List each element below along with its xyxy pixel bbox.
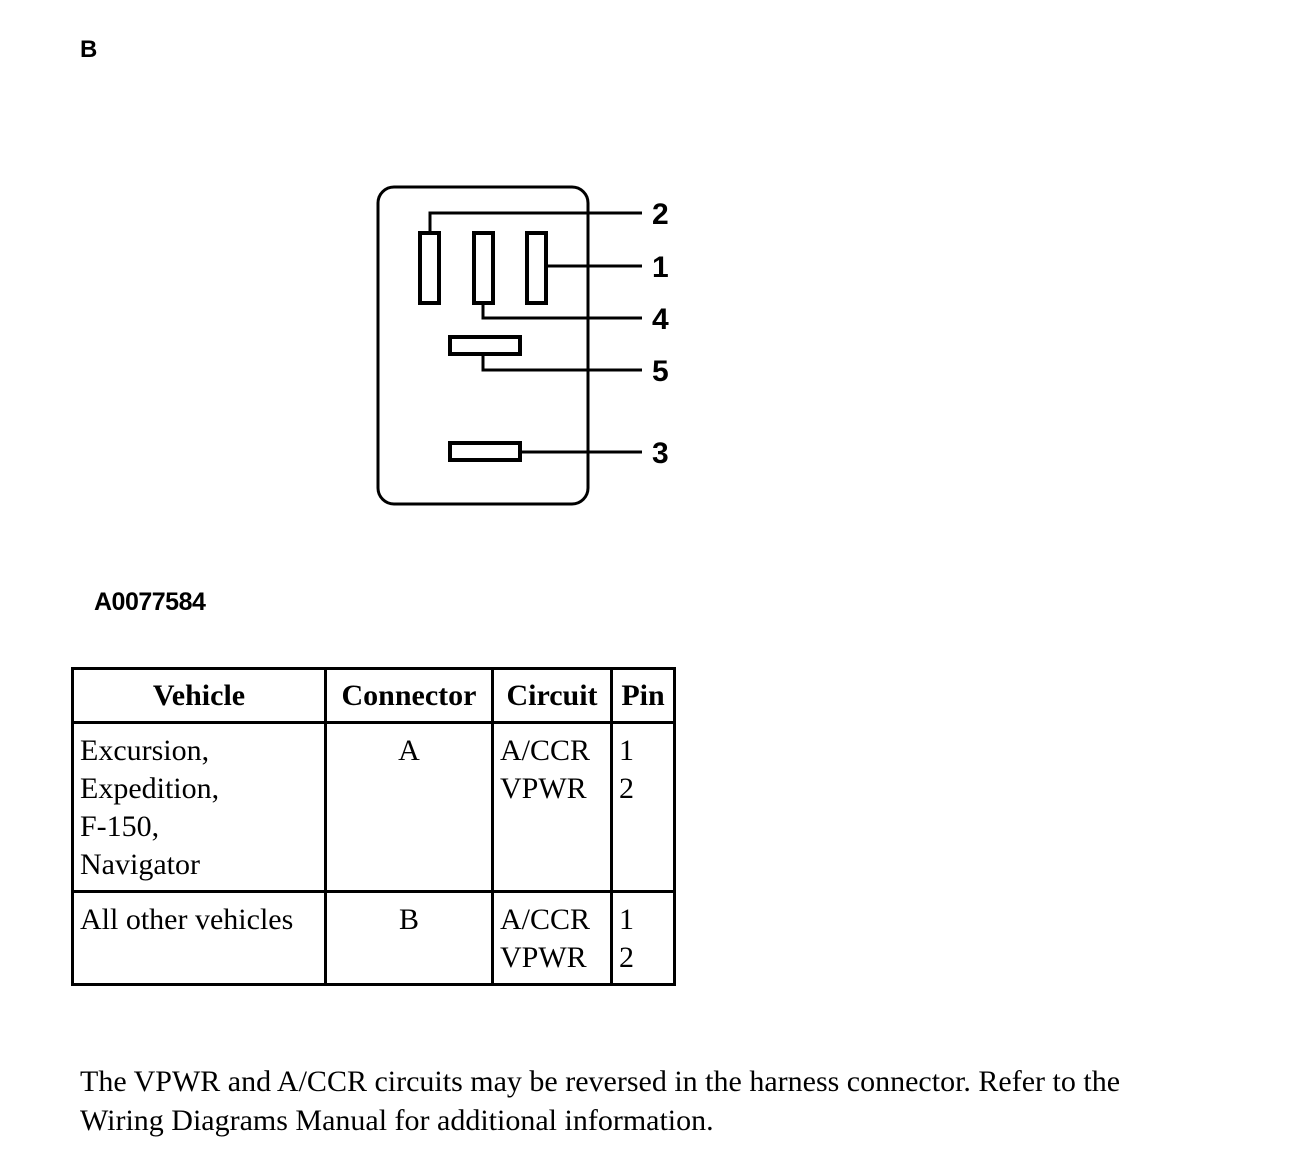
vehicle-name: Expedition,: [80, 772, 220, 805]
note-text: The VPWR and A/CCR circuits may be rever…: [80, 1062, 1280, 1140]
table-header-row: Vehicle Connector Circuit Pin: [71, 667, 676, 724]
pin-number: 2: [619, 941, 634, 974]
note-line: Wiring Diagrams Manual for additional in…: [80, 1104, 714, 1137]
vehicle-name: F-150,: [80, 810, 160, 843]
callout-pin-5: 5: [652, 355, 669, 388]
cell-pin: 1 2: [610, 890, 676, 986]
terminal-pin-1: [525, 231, 548, 305]
leader-line-pin-2: [428, 211, 642, 233]
leader-line-pin-4: [481, 303, 642, 320]
circuit-name: A/CCR: [500, 903, 591, 936]
circuit-name: VPWR: [500, 772, 587, 805]
cell-circuit: A/CCR VPWR: [491, 890, 613, 986]
terminal-pin-3: [448, 441, 522, 462]
circuit-name: A/CCR: [500, 734, 591, 767]
cell-vehicle: Excursion, Expedition, F-150, Navigator: [71, 721, 327, 893]
pinout-table: Vehicle Connector Circuit Pin Excursion,…: [71, 667, 676, 986]
callout-pin-1: 1: [652, 251, 669, 284]
terminal-pin-5: [448, 335, 522, 356]
header-vehicle: Vehicle: [71, 667, 327, 724]
callout-pin-2: 2: [652, 198, 669, 231]
note-line: The VPWR and A/CCR circuits may be rever…: [80, 1065, 1121, 1098]
cell-connector: B: [324, 890, 494, 986]
pin-number: 1: [619, 734, 634, 767]
terminal-pin-4: [472, 231, 495, 305]
terminal-pin-2: [418, 231, 441, 305]
vehicle-name: All other vehicles: [80, 903, 294, 936]
table-row: All other vehicles B A/CCR VPWR 1 2: [71, 890, 676, 986]
vehicle-name: Navigator: [80, 848, 200, 881]
connector-diagram: 2 1 4 5 3: [376, 185, 669, 506]
callout-pin-4: 4: [652, 303, 669, 336]
header-circuit: Circuit: [491, 667, 613, 724]
figure-id: A0077584: [94, 588, 206, 616]
callout-pin-3: 3: [652, 437, 669, 470]
corner-label: B: [80, 36, 98, 63]
table-row: Excursion, Expedition, F-150, Navigator …: [71, 721, 676, 893]
connector-housing: [376, 185, 590, 506]
pin-number: 2: [619, 772, 634, 805]
cell-pin: 1 2: [610, 721, 676, 893]
cell-connector: A: [324, 721, 494, 893]
circuit-name: VPWR: [500, 941, 587, 974]
leader-line-pin-5: [481, 354, 642, 372]
pin-number: 1: [619, 903, 634, 936]
cell-circuit: A/CCR VPWR: [491, 721, 613, 893]
cell-vehicle: All other vehicles: [71, 890, 327, 986]
header-connector: Connector: [324, 667, 494, 724]
header-pin: Pin: [610, 667, 676, 724]
vehicle-name: Excursion,: [80, 734, 210, 767]
